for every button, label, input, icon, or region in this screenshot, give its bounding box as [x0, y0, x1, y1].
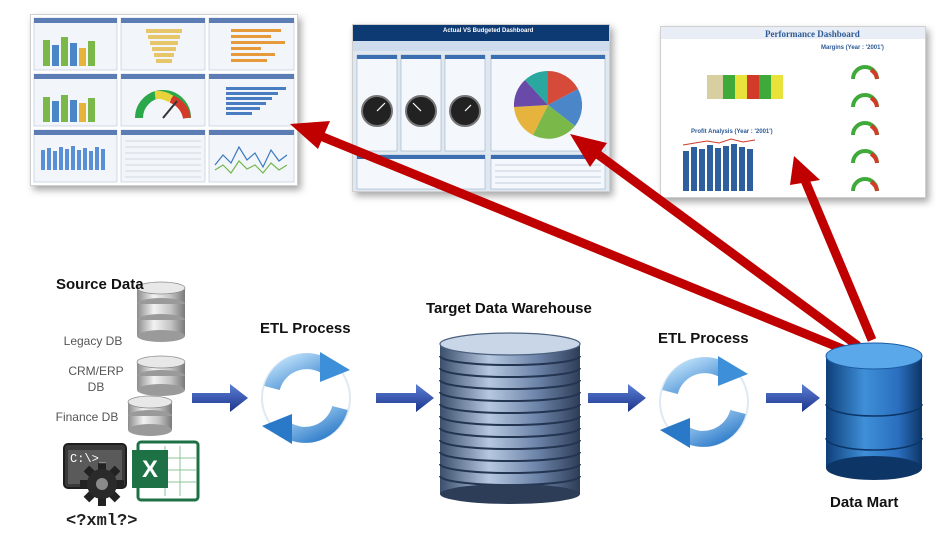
database-icon: [136, 281, 186, 342]
flow-arrow-1: [192, 384, 248, 412]
red-arrows: [316, 130, 877, 357]
crm-erp-db-label-line2: DB: [87, 380, 105, 394]
red-arrowhead-1: [290, 121, 330, 149]
red-arrowhead-2: [570, 134, 607, 167]
database-icon: [136, 355, 186, 396]
crm-erp-db-label-line1: CRM/ERP: [68, 364, 124, 378]
dashboard-budget-graphics: [353, 25, 609, 190]
gear-icon: [80, 462, 124, 506]
flow-arrow-4: [766, 384, 820, 412]
etl-process-1-label: ETL Process: [260, 320, 351, 337]
refresh-cycle-icon: [659, 356, 749, 448]
dashboard-thumbnail-performance: Performance Dashboard Margins (Year : '2…: [660, 26, 926, 198]
budget-dashboard-title: Actual VS Budgeted Dashboard: [443, 28, 534, 34]
database-icon: [127, 395, 173, 436]
command-prompt-text: C:\>_: [70, 452, 107, 466]
data-mart-icon: [825, 342, 923, 480]
data-mart-label: Data Mart: [830, 494, 899, 511]
dashboard-performance-graphics: [661, 27, 925, 192]
finance-db-label: Finance DB: [55, 410, 119, 424]
target-dw-label: Target Data Warehouse: [426, 300, 592, 317]
dashboard-thumbnail-hospital: [30, 14, 298, 186]
performance-dashboard-title: Performance Dashboard: [765, 29, 860, 39]
svg-text:X: X: [142, 456, 158, 483]
legacy-db-label: Legacy DB: [63, 334, 123, 348]
margins-title: Margins (Year : '2001'): [821, 45, 884, 51]
excel-icon: X: [132, 440, 200, 502]
refresh-cycle-icon: [261, 352, 351, 444]
red-arrowhead-3: [790, 156, 820, 185]
etl-process-2-label: ETL Process: [658, 330, 749, 347]
data-warehouse-icon: [439, 332, 581, 504]
source-data-label: Source Data: [56, 276, 144, 293]
dashboard-hospital-graphics: [33, 17, 295, 183]
flow-arrow-2: [376, 384, 434, 412]
flow-arrow-3: [588, 384, 646, 412]
profit-title: Profit Analysis (Year : '2001'): [691, 129, 773, 135]
xml-label: <?xml?>: [66, 512, 138, 531]
